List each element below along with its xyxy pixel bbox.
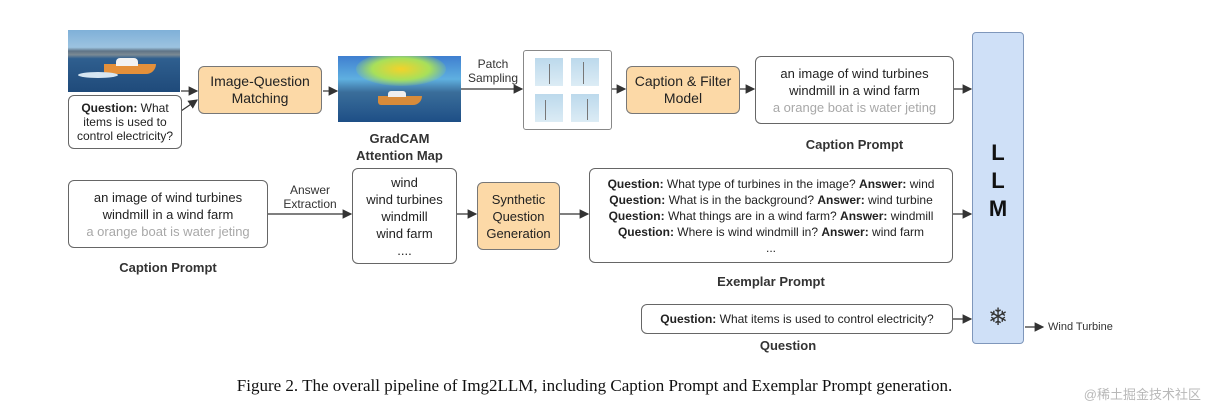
synthetic-label: Question [492, 208, 545, 224]
caption-box-middle: an image of wind turbines windmill in a … [68, 180, 268, 248]
answer-item: wind farm [376, 225, 433, 241]
answer-item: .... [397, 242, 412, 258]
caption-prompt-label-top: Caption Prompt [805, 137, 904, 152]
gradcam-attention-map [338, 56, 461, 122]
snowflake-icon: ❄ [987, 304, 1009, 331]
exemplar-row: Question: What is in the background? Ans… [609, 192, 933, 207]
question-text: What items is used to control electricit… [719, 312, 934, 326]
question-label: Question: [660, 312, 717, 326]
caption-line: an image of wind turbines [780, 65, 929, 81]
caption-line-filtered: a orange boat is water jeting [772, 99, 937, 115]
synthetic-label: Generation [486, 225, 551, 241]
caption-line-filtered: a orange boat is water jeting [86, 223, 250, 239]
patches-box [523, 50, 612, 130]
llm-letters: L L M [988, 140, 1008, 221]
patch-tile [535, 94, 563, 122]
question-text: control electricity? [76, 129, 174, 143]
watermark: @稀土掘金技术社区 [1083, 387, 1201, 402]
synthetic-question-generation-box: Synthetic Question Generation [477, 182, 560, 250]
patch-tile [571, 58, 599, 86]
synthetic-label: Synthetic [491, 191, 546, 207]
question-text: items is used to [83, 115, 167, 129]
answer-item: wind [391, 174, 418, 190]
filter-label: Caption & Filter [634, 73, 732, 89]
question-label-bottom: Question [759, 338, 817, 353]
caption-line: an image of wind turbines [93, 189, 243, 205]
boat-photo [68, 30, 180, 92]
caption-filter-model-box: Caption & Filter Model [626, 66, 740, 114]
answer-item: windmill [381, 208, 428, 224]
question-label: Question: [81, 101, 138, 115]
patch-tile [535, 58, 563, 86]
matching-label: Matching [231, 90, 289, 106]
arrow-question-to-matching [180, 99, 198, 112]
caption-prompt-label-middle: Caption Prompt [119, 260, 217, 275]
question-box-top: Question: What items is used to control … [68, 95, 182, 149]
exemplar-ellipsis: ... [765, 240, 776, 255]
figure-caption: Figure 2. The overall pipeline of Img2LL… [236, 376, 953, 395]
output-label: Wind Turbine [1048, 321, 1113, 333]
gradcam-caption: GradCAM Attention Map [356, 131, 443, 163]
question-text: What [140, 101, 169, 115]
exemplar-box: Question: What type of turbines in the i… [589, 168, 953, 263]
filter-label: Model [663, 90, 703, 106]
caption-line: windmill in a wind farm [789, 82, 920, 98]
caption-box-top: an image of wind turbines windmill in a … [755, 56, 954, 124]
llm-box: L L M ❄ [972, 32, 1024, 344]
question-box-bottom: Question: What items is used to control … [641, 304, 953, 334]
exemplar-row: Question: What things are in a wind farm… [608, 208, 934, 223]
exemplar-row: Question: Where is wind windmill in? Ans… [617, 224, 925, 239]
image-question-matching-box: Image-Question Matching [198, 66, 322, 114]
answer-item: wind turbines [366, 191, 443, 207]
patch-tile [571, 94, 599, 122]
answers-box: wind wind turbines windmill wind farm ..… [352, 168, 457, 264]
exemplar-prompt-label: Exemplar Prompt [717, 274, 825, 289]
answer-extraction-label: Answer Extraction [283, 183, 337, 211]
matching-label: Image-Question [210, 73, 310, 89]
exemplar-row: Question: What type of turbines in the i… [607, 176, 935, 191]
caption-line: windmill in a wind farm [102, 206, 234, 222]
patch-sampling-label: Patch Sampling [467, 57, 519, 85]
